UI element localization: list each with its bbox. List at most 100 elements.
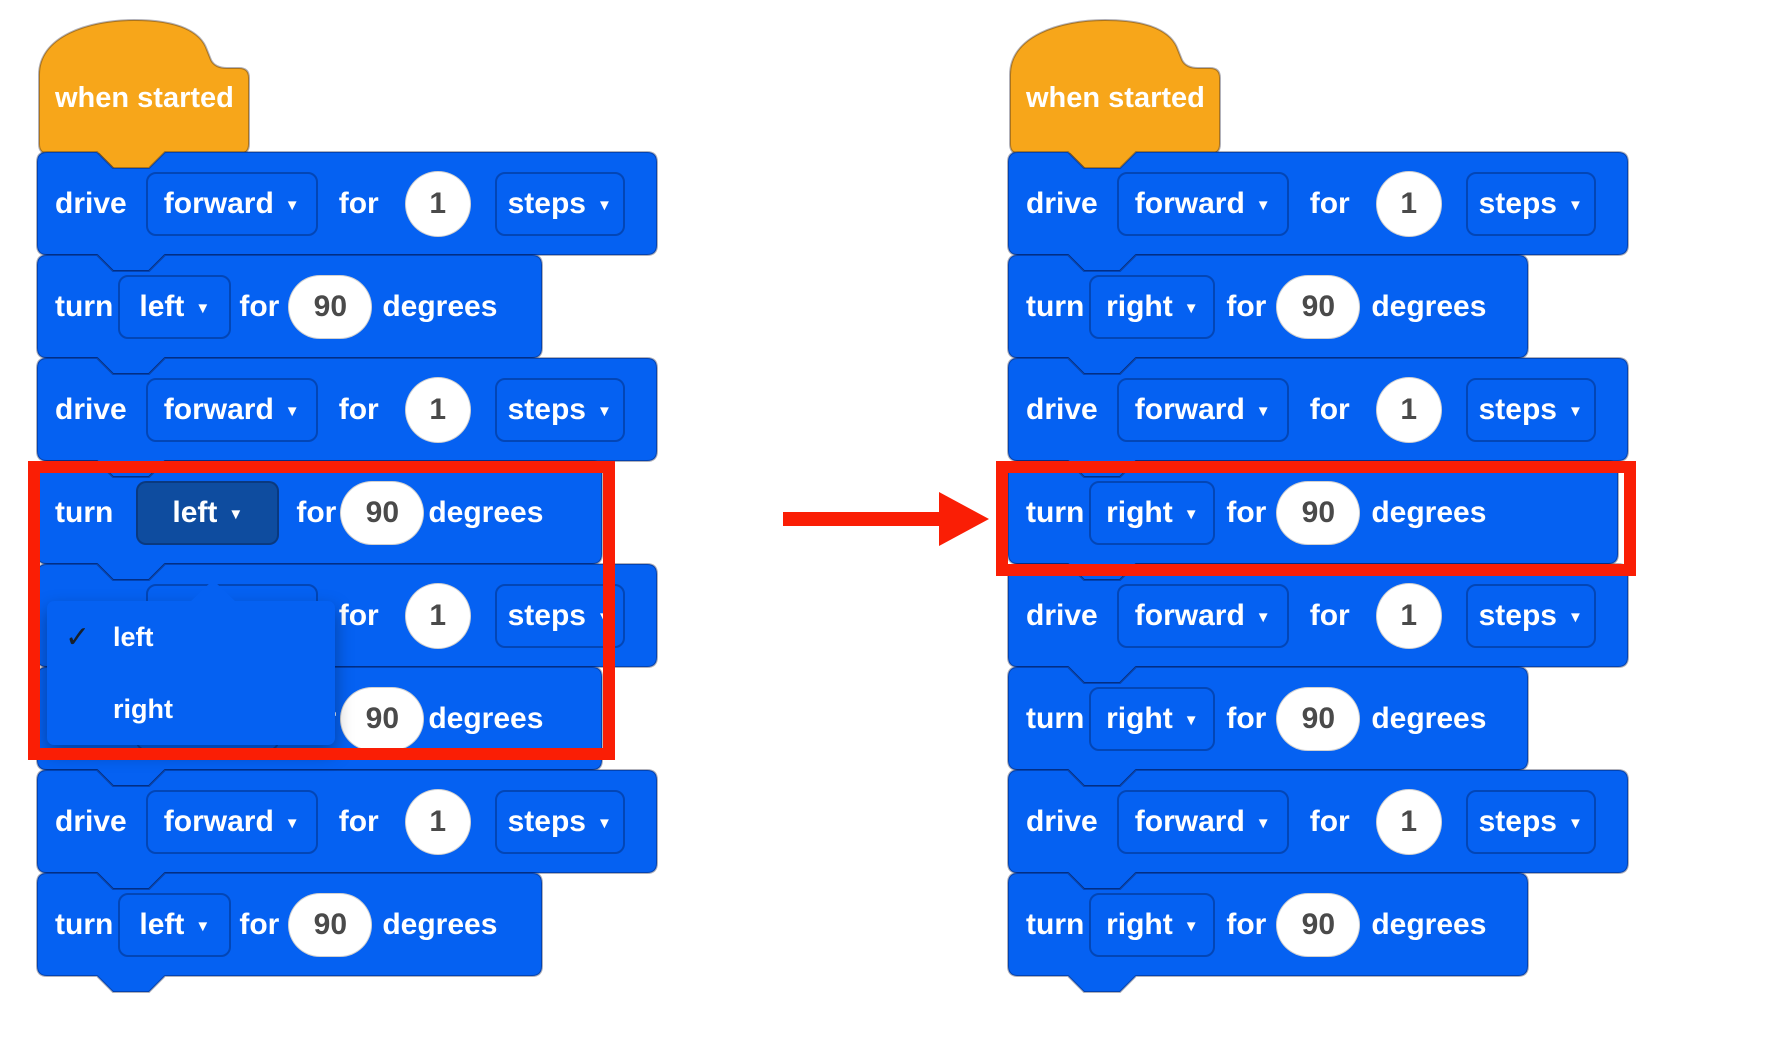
direction-dropdown[interactable]: forward▼ [1116,377,1289,442]
drive-label: drive [1026,186,1098,220]
dropdown-value: forward [163,804,274,838]
dropdown-value: forward [1134,598,1245,632]
turn-label: turn [1026,907,1085,941]
angle-input[interactable]: 90 [288,274,373,339]
units-dropdown[interactable]: steps▼ [494,583,625,648]
dropdown-option-right[interactable]: ✓ right [47,673,335,745]
turn-direction-dropdown[interactable]: right▼ [1089,892,1216,957]
drive-label: drive [1026,598,1098,632]
chevron-down-icon: ▼ [1255,609,1271,626]
chevron-down-icon: ▼ [1183,300,1199,317]
for-label: for [296,495,337,529]
when-started-hat-block[interactable]: when started [1008,18,1222,174]
angle-input[interactable]: 90 [340,686,425,751]
dropdown-menu-caret [190,580,236,602]
distance-input[interactable]: 1 [1375,170,1442,237]
turn-direction-dropdown[interactable]: left ▼ [118,274,232,339]
turn-label: turn [55,907,114,941]
dropdown-value: steps [1478,186,1557,220]
degrees-label: degrees [1371,289,1487,323]
degrees-label: degrees [1371,495,1487,529]
dropdown-value: forward [1134,186,1245,220]
direction-dropdown[interactable]: forward▼ [1116,789,1289,854]
dropdown-value: steps [507,392,586,426]
units-dropdown[interactable]: steps▼ [494,789,625,854]
block-turn-1[interactable]: turn left▼ for 90 degrees [36,254,543,375]
dropdown-value: right [1106,289,1173,323]
block-drive-4[interactable]: drive forward▼ for 1 steps▼ [1007,769,1629,890]
distance-input[interactable]: 1 [404,376,471,443]
distance-input[interactable]: 1 [404,170,471,237]
angle-input[interactable]: 90 [1276,274,1361,339]
block-drive-1[interactable]: drive forward▼ for 1 steps▼ [36,151,658,272]
angle-input[interactable]: 90 [340,480,425,545]
turn-direction-dropdown[interactable]: right▼ [1089,686,1216,751]
block-drive-3[interactable]: drive forward ▼ for 1 steps▼ [1007,563,1629,684]
dropdown-value: steps [1478,598,1557,632]
units-dropdown[interactable]: steps▼ [1465,583,1596,648]
for-label: for [338,392,379,426]
turn-label: turn [1026,495,1085,529]
dropdown-value: left [139,907,185,941]
dropdown-option-left[interactable]: ✓ left [47,601,335,673]
block-drive-2[interactable]: drive forward▼ for 1 steps▼ [1007,357,1629,478]
drive-label: drive [55,804,127,838]
turn-label: turn [55,289,114,323]
block-turn-4[interactable]: turn right▼ for 90 degrees [1007,872,1529,993]
turn-direction-dropdown[interactable]: left ▼ [118,892,232,957]
chevron-down-icon: ▼ [195,918,211,935]
dropdown-value: forward [163,186,274,220]
direction-dropdown[interactable]: forward▼ [145,377,318,442]
distance-input[interactable]: 1 [1375,376,1442,443]
units-dropdown[interactable]: steps▼ [494,171,625,236]
direction-dropdown[interactable]: forward▼ [145,789,318,854]
dropdown-option-label: left [113,621,154,652]
block-drive-1[interactable]: drive forward▼ for 1 steps▼ [1007,151,1629,272]
dropdown-value: forward [1134,804,1245,838]
angle-input[interactable]: 90 [1276,480,1361,545]
direction-dropdown[interactable]: forward ▼ [145,171,318,236]
when-started-hat-block[interactable]: when started [37,18,251,174]
distance-input[interactable]: 1 [1375,582,1442,649]
distance-input[interactable]: 1 [1375,788,1442,855]
hat-block-label: when started [1026,82,1205,114]
turn-direction-dropdown[interactable]: right▼ [1089,480,1216,545]
for-label: for [1309,392,1350,426]
units-dropdown[interactable]: steps▼ [1465,377,1596,442]
angle-input[interactable]: 90 [1276,892,1361,957]
units-dropdown[interactable]: steps▼ [494,377,625,442]
dropdown-value: left [139,289,185,323]
chevron-down-icon: ▼ [1567,197,1583,214]
chevron-down-icon: ▼ [195,300,211,317]
chevron-down-icon: ▼ [596,815,612,832]
for-label: for [338,186,379,220]
dropdown-value: right [1106,907,1173,941]
arrow-right-icon [783,492,989,546]
distance-input[interactable]: 1 [404,582,471,649]
block-turn-2-highlighted[interactable]: turn left▼ for 90 degrees [36,460,603,581]
for-label: for [1226,907,1267,941]
block-turn-2-highlighted[interactable]: turn right▼ for 90 degrees [1007,460,1619,581]
turn-direction-dropdown[interactable]: right ▼ [1089,274,1216,339]
block-drive-4[interactable]: drive forward▼ for 1 steps▼ [36,769,658,890]
block-turn-4[interactable]: turn left▼ for 90 degrees [36,872,543,993]
block-turn-1[interactable]: turn right▼ for 90 degrees [1007,254,1529,375]
for-label: for [1309,598,1350,632]
turn-direction-dropdown-open[interactable]: left▼ [136,480,280,545]
angle-input[interactable]: 90 [288,892,373,957]
block-turn-3[interactable]: turn right▼ for 90 degrees [1007,666,1529,787]
direction-dropdown[interactable]: forward ▼ [1116,583,1289,648]
chevron-down-icon: ▼ [284,403,300,420]
distance-input[interactable]: 1 [404,788,471,855]
direction-dropdown[interactable]: forward▼ [1116,171,1289,236]
block-drive-2[interactable]: drive forward▼ for 1 steps▼ [36,357,658,478]
for-label: for [239,907,280,941]
chevron-down-icon: ▼ [284,197,300,214]
dropdown-value: steps [1478,804,1557,838]
degrees-label: degrees [382,289,498,323]
units-dropdown[interactable]: steps ▼ [1465,171,1596,236]
angle-input[interactable]: 90 [1276,686,1361,751]
dropdown-value: forward [1134,392,1245,426]
units-dropdown[interactable]: steps▼ [1465,789,1596,854]
chevron-down-icon: ▼ [596,609,612,626]
